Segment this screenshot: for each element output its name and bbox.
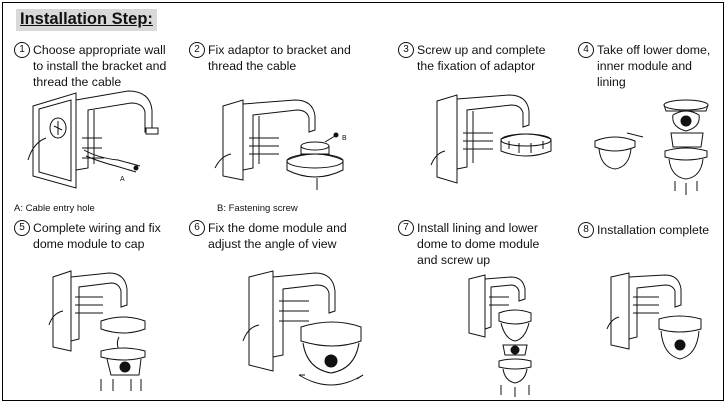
step-number: 2 — [189, 42, 205, 58]
step-text-line: Screw up and complete — [417, 43, 546, 57]
page-title: Installation Step: — [16, 9, 157, 31]
step-number: 3 — [398, 42, 414, 58]
step-8-illustration — [607, 273, 707, 373]
step-number: 7 — [398, 220, 414, 236]
step-text-line: to install the bracket and — [33, 59, 167, 73]
step-5-illustration — [49, 265, 159, 395]
step-number: 5 — [14, 220, 30, 236]
step-text-line: dome module to cap — [33, 237, 145, 251]
caption-fastening-screw: B: Fastening screw — [217, 203, 298, 214]
step-number: 1 — [14, 42, 30, 58]
step-2-illustration: B — [215, 98, 347, 198]
step-text-line: Take off lower dome, — [597, 43, 711, 57]
step-number: 8 — [578, 222, 594, 238]
step-text-line: dome to dome module — [417, 237, 540, 251]
step-text-line: thread the cable — [208, 59, 297, 73]
step-text-line: adjust the angle of view — [208, 237, 337, 251]
step-7-illustration — [465, 273, 545, 398]
step-text-line: inner module and — [597, 59, 693, 73]
step-number: 4 — [578, 42, 594, 58]
step-text-line: lining — [597, 75, 626, 89]
step-text-line: and screw up — [417, 253, 491, 267]
step-text-line: Complete wiring and fix — [33, 221, 161, 235]
step-text-line: Install lining and lower — [417, 221, 538, 235]
step-number: 6 — [189, 220, 205, 236]
step-6-illustration — [243, 271, 363, 396]
step-text-line: the fixation of adaptor — [417, 59, 536, 73]
installation-sheet: Installation Step: 1 Choose appropriate … — [2, 2, 724, 401]
step-text-line: Fix adaptor to bracket and — [208, 43, 351, 57]
step-text-line: Fix the dome module and — [208, 221, 347, 235]
step-text-line: Installation complete — [597, 223, 710, 237]
marker-a: A — [120, 176, 125, 183]
step-text-line: thread the cable — [33, 75, 122, 89]
caption-cable-entry: A: Cable entry hole — [14, 203, 95, 214]
step-1-illustration: A — [28, 88, 168, 193]
step-text-line: Choose appropriate wall — [33, 43, 166, 57]
step-3-illustration — [431, 95, 561, 195]
marker-b: B — [342, 135, 347, 142]
step-4-illustration — [591, 93, 716, 203]
